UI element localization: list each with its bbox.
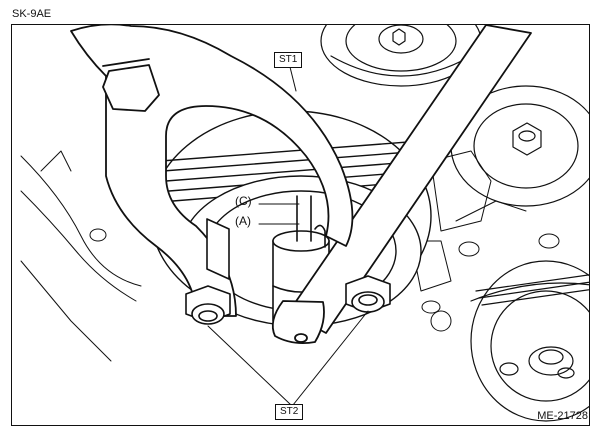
figure-code: SK-9AE [12,8,52,20]
engine-block-details [20,150,560,362]
bolt-right [345,275,391,313]
illustration-frame [11,24,590,426]
st2-callout: ST2 [275,404,304,420]
bolt-left [185,218,231,325]
leader-lines [207,66,369,406]
engine-illustration [20,25,589,422]
mark-c-label: (C) [235,194,252,208]
st2-bracket [70,25,354,317]
figure-id: ME-21728 [537,410,588,422]
mark-a-label: (A) [235,214,251,228]
st1-callout: ST1 [274,52,303,68]
st1-bar [271,25,532,345]
crank-pulley-lower-right [470,260,589,422]
